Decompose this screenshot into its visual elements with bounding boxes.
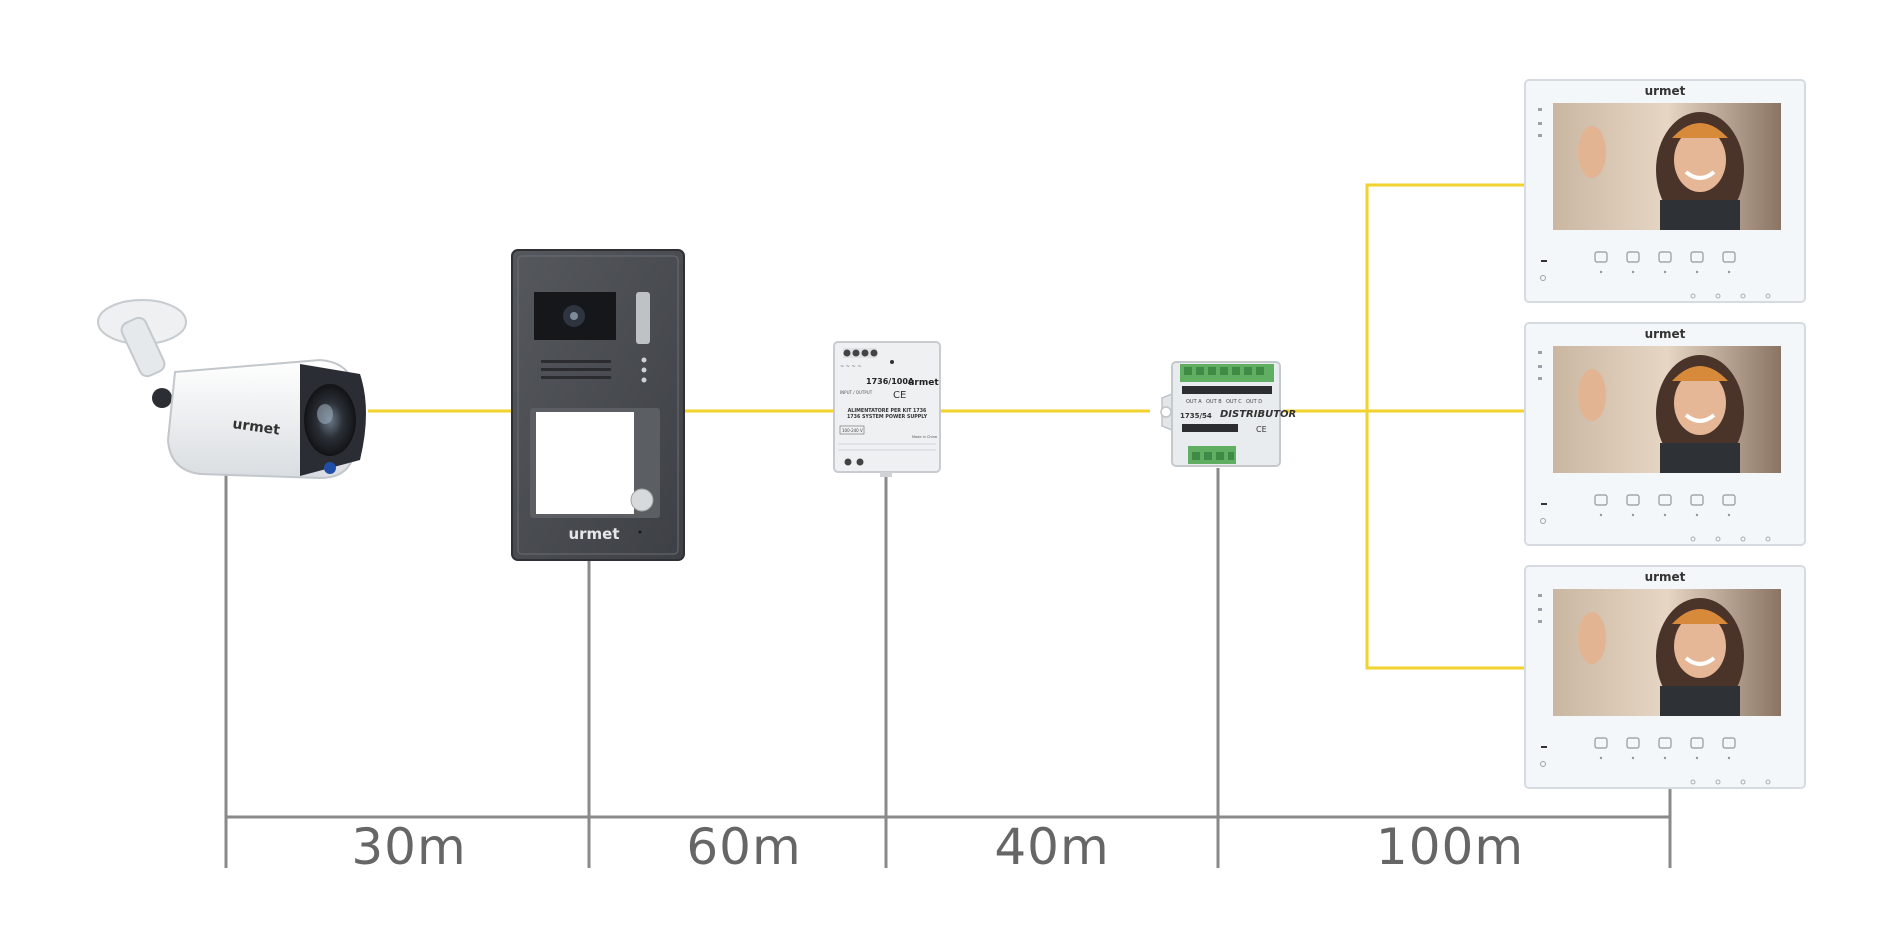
distributor-model: 1735/54 (1180, 412, 1212, 420)
psu-title-line1: ALIMENTATORE PER KIT 1736 (848, 408, 927, 414)
camera-brand-label: urmet (231, 416, 281, 439)
cable-branch-monitors (1365, 183, 1525, 670)
distributor-icon: OUT A OUT B OUT C OUT D 1735/54 DISTRIBU… (1160, 361, 1296, 467)
svg-text:~ ~ ~ ~: ~ ~ ~ ~ (840, 364, 862, 370)
psu-input-label: 100-240 V (842, 428, 863, 433)
monitor-brand-label: urmet (1645, 570, 1686, 584)
psu-made-in: Made in China (912, 435, 937, 439)
distance-label-camera-panel: 30m (351, 818, 467, 876)
svg-text:CE: CE (893, 390, 906, 401)
door-entry-panel-icon: urmet (511, 249, 685, 561)
psu-title-line2: 1736 SYSTEM POWER SUPPLY (847, 414, 928, 420)
distance-label-distributor-monitors: 100m (1375, 818, 1525, 876)
cable-wiring (368, 183, 1525, 670)
measurement-lines (224, 466, 1672, 868)
distributor-label: DISTRIBUTOR (1220, 409, 1296, 420)
psu-brand-label: urmet (908, 378, 939, 388)
power-supply-icon: ~ ~ ~ ~ 1736/100A urmet INPUT / OUTPUT C… (833, 341, 941, 477)
monitor-stack: urmet urmet urmet (1524, 79, 1806, 789)
svg-text:CE: CE (1256, 425, 1267, 434)
svg-text:INPUT / OUTPUT: INPUT / OUTPUT (840, 390, 873, 395)
panel-brand-label: urmet (568, 525, 619, 543)
distributor-out-d: OUT D (1246, 399, 1262, 405)
monitor-brand-label: urmet (1645, 84, 1686, 98)
video-monitor-icon: urmet (1524, 79, 1806, 303)
video-monitor-icon: urmet (1524, 322, 1806, 546)
bullet-camera-icon: urmet (97, 299, 366, 480)
monitor-brand-label: urmet (1645, 327, 1686, 341)
distributor-out-c: OUT C (1226, 399, 1242, 405)
distributor-out-a: OUT A (1186, 399, 1202, 405)
psu-model-label: 1736/100A (866, 377, 915, 386)
distance-label-panel-psu: 60m (686, 818, 802, 876)
distance-label-psu-distributor: 40m (994, 818, 1110, 876)
distributor-out-b: OUT B (1206, 399, 1222, 405)
video-monitor-icon: urmet (1524, 565, 1806, 789)
